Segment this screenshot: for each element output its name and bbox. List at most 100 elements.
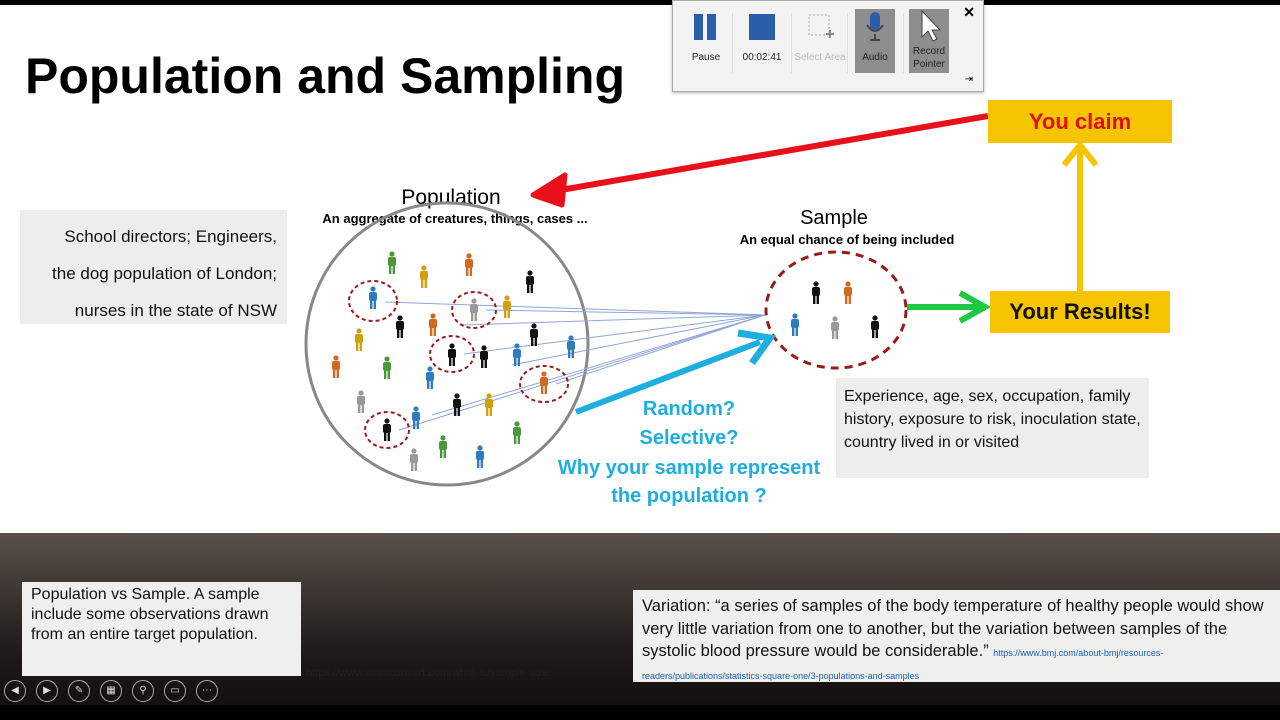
play-icon[interactable]: ▶ [36,680,58,702]
question-random: Random? [643,398,735,420]
sampling-diagram: Population An aggregate of creatures, th… [304,113,1099,507]
select-area-label: Select Area [794,52,846,63]
slides-icon[interactable]: ▦ [100,680,122,702]
person-icon [871,315,879,338]
population-example: nurses in the state of NSW [74,301,277,320]
record-pointer-toggle[interactable]: Record Pointer [909,9,949,73]
claim-arrowhead [530,172,568,208]
microphone-icon [866,12,884,41]
person-icon [429,313,437,336]
record-pointer-label: Record Pointer [912,46,946,70]
random-arrowhead [737,329,777,366]
person-icon [448,343,456,366]
question-population: the population ? [611,485,767,507]
person-icon [439,435,447,458]
person-icon [844,281,852,304]
you-claim-box: You claim [988,100,1172,143]
person-icon [526,270,534,293]
sample-circle [764,250,908,370]
pause-label: Pause [691,52,721,63]
variation-quote: Variation: “a series of samples of the b… [642,597,1264,660]
random-arrow [574,339,762,415]
selected-individual-circle [348,280,398,322]
person-icon [791,313,799,336]
pause-icon [694,14,716,40]
results-arrowhead [958,290,992,324]
population-example: the dog population of London; [52,264,277,283]
person-icon [369,286,377,309]
person-icon [540,371,548,394]
question-represent: Why your sample represent [558,457,821,479]
close-icon[interactable]: ✕ [963,4,975,20]
person-icon [426,366,434,389]
person-icon [412,406,420,429]
pause-button[interactable]: Pause [685,9,727,73]
screen-recording-toolbar: Pause 00:02:41 Select Area Audio Record … [672,0,984,92]
sampling-line [463,314,766,355]
stop-icon [749,14,775,40]
population-circle [304,201,590,487]
person-icon [332,355,340,378]
person-icon [357,390,365,413]
audio-label: Audio [862,52,888,63]
sampling-line [511,314,766,366]
select-area-button[interactable]: Select Area [794,9,846,73]
up-arrowhead [1061,140,1099,167]
person-icon [530,323,538,346]
population-examples-box: School directors; Engineers, the dog pop… [20,210,287,324]
person-icon [470,298,478,321]
person-icon [383,418,391,441]
person-icon [503,295,511,318]
previous-icon[interactable]: ◀ [4,680,26,702]
audio-toggle[interactable]: Audio [855,9,895,73]
person-icon [513,421,521,444]
pointer-icon [921,9,942,42]
sample-factors-box: Experience, age, sex, occupation, family… [836,378,1149,478]
slide-title: Population and Sampling [25,48,625,104]
person-icon [453,393,461,416]
select-area-icon [808,14,834,38]
population-example: School directors; Engineers, [64,227,277,246]
your-results-box: Your Results! [990,291,1170,333]
bottom-bar [0,705,1280,720]
sampling-line [384,301,766,316]
person-icon [355,328,363,351]
selected-individual-circle [451,291,497,329]
sampling-line [431,314,766,416]
sampling-line [555,314,766,385]
stop-button[interactable]: 00:02:41 [741,9,783,73]
person-icon [812,281,820,304]
person-icon [383,356,391,379]
pin-icon[interactable]: ⇥ [964,74,973,85]
claim-arrow [554,113,989,194]
omniconvert-link[interactable]: https://www.omniconvert.com/what-is/samp… [306,667,552,679]
selected-individual-circle [429,335,475,373]
population-subtitle: An aggregate of creatures, things, cases… [322,211,587,226]
bmj-link[interactable]: https://www.bmj.com/about-bmj/resources-… [642,648,1164,681]
person-icon [831,316,839,339]
person-icon [480,345,488,368]
slide: Population and Sampling School directors… [0,5,1280,533]
question-selective: Selective? [640,427,739,449]
person-icon [388,251,396,274]
sampling-line [461,314,766,326]
selected-individual-circle [519,365,569,403]
sampling-line [485,309,766,316]
person-icon [465,253,473,276]
person-icon [567,335,575,358]
person-icon [396,315,404,338]
person-icon [410,448,418,471]
recording-timer: 00:02:41 [742,52,782,63]
person-icon [420,265,428,288]
pen-icon[interactable]: ✎ [68,680,90,702]
sample-label: Sample [800,207,868,229]
subtitles-icon[interactable]: ▭ [164,680,186,702]
zoom-icon[interactable]: ⚲ [132,680,154,702]
person-icon [513,343,521,366]
sample-subtitle: An equal chance of being included [740,232,955,247]
person-icon [476,445,484,468]
selected-individual-circle [364,411,410,449]
person-icon [485,393,493,416]
variation-note: Variation: “a series of samples of the b… [633,590,1280,682]
more-icon[interactable]: ⋯ [196,680,218,702]
